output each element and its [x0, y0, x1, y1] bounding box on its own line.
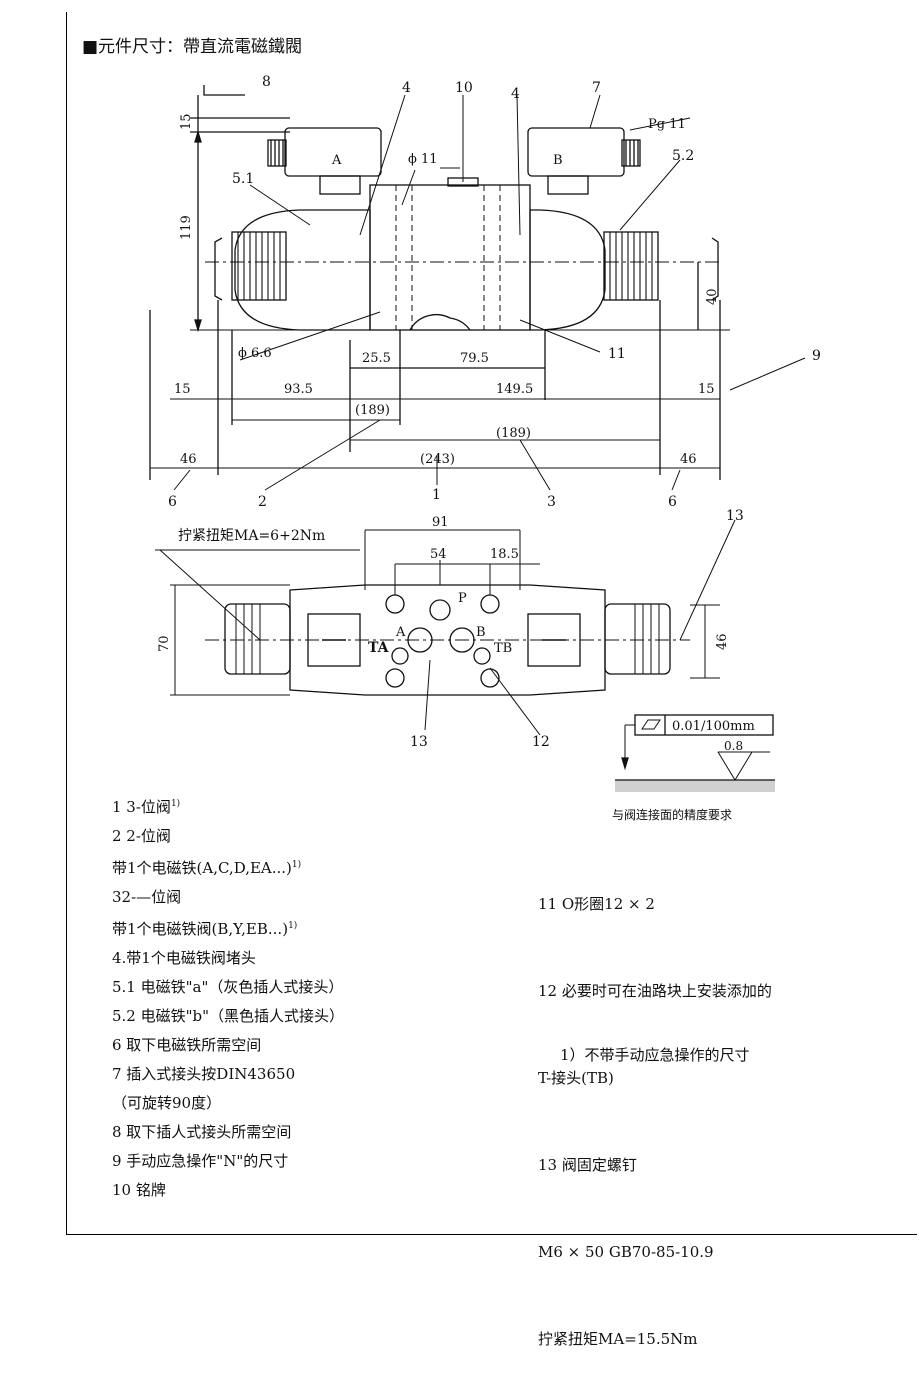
page-title: ■元件尺寸：帶直流電磁鐵閥 [82, 37, 303, 57]
dim-25-5: 25.5 [362, 351, 391, 366]
dim-46-right: 46 [680, 452, 697, 467]
legend-item: 1 3-位阀1) [112, 798, 181, 816]
legend-item: 13 阀固定螺钉 [538, 1156, 637, 1174]
callout-5-1: 5.1 [232, 171, 254, 187]
legend-right: 11 O形圈12 × 2 12 必要时可在油路块上安装添加的 T-接头(TB) … [538, 832, 772, 1383]
dim-40: 40 [705, 288, 720, 305]
footnote: 1）不带手动应急操作的尺寸 [560, 1046, 750, 1064]
dim-91: 91 [432, 515, 449, 530]
dim-54: 54 [430, 547, 447, 562]
torque-label: 拧紧扭矩MA=6+2Nm [178, 528, 325, 544]
dim-119: 119 [179, 215, 194, 240]
callout-4-left: 4 [402, 80, 411, 96]
legend-item: T-接头(TB) [538, 1069, 614, 1087]
port-b: B [476, 625, 486, 640]
right-knob [603, 231, 659, 301]
callout-9: 9 [812, 348, 821, 364]
callout-8: 8 [262, 74, 271, 90]
legend-item: 8 取下插人式接头所需空间 [112, 1123, 292, 1141]
legend-item: 32-—位阀 [112, 888, 182, 906]
legend-item: 2 2-位阀 [112, 827, 171, 845]
callout-6-right: 6 [668, 494, 677, 510]
dim-phi-6-6: ϕ 6.6 [238, 346, 272, 361]
legend-item: 9 手动应急操作"N"的尺寸 [112, 1152, 289, 1170]
legend-left: 1 3-位阀1) 2 2-位阀 带1个电磁铁(A,C,D,EA...)1) 32… [112, 790, 344, 1205]
valve-drawing: 8 4 10 4 7 5.1 5.2 11 9 2 1 3 6 6 15 119… [149, 74, 821, 792]
legend-item: 带1个电磁铁阀(B,Y,EB...)1) [112, 920, 298, 938]
legend-item: 带1个电磁铁(A,C,D,EA...)1) [112, 859, 302, 877]
callout-4-right: 4 [511, 86, 520, 102]
flatness-symbol [615, 714, 775, 792]
valve-body [369, 184, 531, 331]
left-knob [231, 231, 287, 301]
dim-70: 70 [157, 635, 172, 652]
dim-phi-11: ϕ 11 [408, 152, 438, 167]
solenoid-a-body [234, 209, 371, 331]
dim-243: (243) [420, 452, 455, 467]
plug-b-label: B [553, 153, 563, 168]
callout-12: 12 [532, 734, 550, 750]
flatness-tolerance: 0.01/100mm [672, 719, 755, 734]
dim-189-b: (189) [496, 426, 531, 441]
legend-item: 11 O形圈12 × 2 [538, 895, 655, 913]
dim-79-5: 79.5 [460, 351, 489, 366]
label-pg-11: Pg 11 [648, 117, 686, 132]
legend-item: M6 × 50 GB70-85-10.9 [538, 1243, 714, 1261]
legend-item: 5.1 电磁铁"a"（灰色插人式接头） [112, 978, 344, 996]
port-tb: TB [494, 641, 512, 656]
callout-13-top: 13 [726, 508, 744, 524]
roughness-value: 0.8 [724, 739, 743, 753]
legend-item: 5.2 电磁铁"b"（黑色插人式接头） [112, 1007, 345, 1025]
legend-item: 7 插入式接头按DIN43650 [112, 1065, 296, 1083]
callout-7: 7 [592, 80, 601, 96]
plug-a [267, 127, 382, 195]
legend-item: 拧紧扭矩MA=15.5Nm [538, 1330, 698, 1348]
port-p: P [458, 591, 467, 606]
legend-item: 4.带1个电磁铁阀堵头 [112, 949, 256, 967]
callout-6-left: 6 [168, 494, 177, 510]
callout-2: 2 [258, 494, 267, 510]
dim-189-a: (189) [355, 403, 390, 418]
callout-11: 11 [608, 346, 626, 362]
plug-b [527, 127, 641, 195]
dim-93-5: 93.5 [284, 382, 313, 397]
callout-10: 10 [455, 80, 473, 96]
dim-18-5: 18.5 [490, 547, 519, 562]
callout-1: 1 [432, 487, 441, 503]
flatness-caption: 与阀连接面的精度要求 [612, 808, 733, 822]
bottom-view [155, 519, 736, 736]
bottom-body [289, 584, 606, 696]
port-ta: TA [368, 640, 390, 656]
solenoid-b-body [529, 209, 606, 331]
legend-item: 10 铭牌 [112, 1181, 166, 1199]
callout-5-2: 5.2 [672, 148, 694, 164]
callout-3: 3 [547, 494, 556, 510]
dim-15-right: 15 [698, 382, 715, 397]
dim-46-left: 46 [180, 452, 197, 467]
dim-15-top: 15 [179, 113, 194, 130]
port-a: A [395, 625, 406, 640]
legend-item: 12 必要时可在油路块上安装添加的 [538, 982, 772, 1000]
callout-13-bottom: 13 [410, 734, 428, 750]
dim-149-5: 149.5 [496, 382, 533, 397]
top-view [149, 85, 806, 491]
legend-item: （可旋转90度） [112, 1094, 222, 1112]
dim-15-left: 15 [174, 382, 191, 397]
dim-46-bottom: 46 [715, 633, 730, 650]
plug-a-label: A [331, 153, 342, 168]
page-frame [66, 12, 917, 1235]
legend-item: 6 取下电磁铁所需空间 [112, 1036, 262, 1054]
